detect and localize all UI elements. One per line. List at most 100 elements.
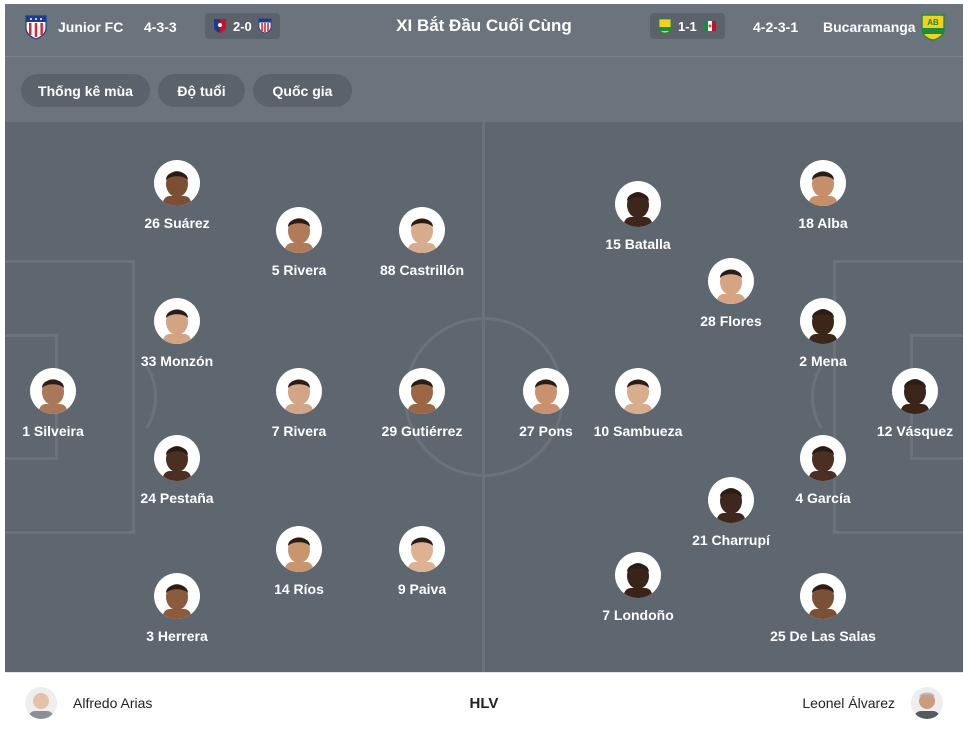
away-formation: 4-2-3-1 [753,19,799,35]
filter-age-button[interactable]: Độ tuổi [158,74,245,107]
player-avatar[interactable] [892,368,938,414]
player-name[interactable]: 3 Herrera [146,628,208,644]
player-name[interactable]: 1 Silveira [22,423,84,439]
filter-season-stats-button[interactable]: Thống kê mùa [21,74,150,107]
home-team-name[interactable]: Junior FC [58,19,124,35]
coach-label: HLV [469,695,499,712]
home-player[interactable]: 24 Pestaña [107,435,247,506]
home-player[interactable]: 29 Gutiérrez [352,368,492,439]
away-coach-avatar[interactable] [911,687,943,719]
player-avatar[interactable] [615,181,661,227]
lineup-widget: Junior FC 4-3-3 2-0 XI Bắt Đầu Cuối Cùng [5,4,963,672]
player-photo-icon [408,218,436,253]
home-player[interactable]: 88 Castrillón [352,207,492,278]
home-coach-avatar[interactable] [25,687,57,719]
opponent-crest-icon [703,21,716,31]
home-last-score: 2-0 [233,18,252,34]
home-last-result[interactable]: 2-0 [205,13,280,39]
player-name[interactable]: 29 Gutiérrez [381,423,463,439]
player-photo-icon [809,171,837,206]
player-name[interactable]: 88 Castrillón [379,262,465,278]
player-avatar[interactable] [800,298,846,344]
player-photo-icon [717,269,745,304]
player-avatar[interactable] [154,435,200,481]
player-avatar[interactable] [615,552,661,598]
player-avatar[interactable] [800,435,846,481]
lineup-title: XI Bắt Đầu Cuối Cùng [396,16,572,35]
away-player[interactable]: 25 De Las Salas [753,573,893,644]
player-name[interactable]: 21 Charrupí [692,532,770,548]
player-name[interactable]: 26 Suárez [144,215,210,231]
home-player[interactable]: 33 Monzón [107,298,247,369]
player-photo-icon [901,379,929,414]
player-photo-icon [624,563,652,598]
player-avatar[interactable] [708,258,754,304]
player-name[interactable]: 27 Pons [519,423,573,439]
player-photo-icon [163,171,191,206]
player-avatar[interactable] [399,368,445,414]
away-coach-name[interactable]: Leonel Álvarez [802,695,895,711]
player-name[interactable]: 9 Paiva [397,581,447,597]
coach-footer: Alfredo Arias HLV Leonel Álvarez [5,672,963,734]
player-avatar[interactable] [30,368,76,414]
player-name[interactable]: 28 Flores [700,313,762,329]
player-avatar[interactable] [615,368,661,414]
player-name[interactable]: 18 Alba [798,215,848,231]
player-name[interactable]: 33 Monzón [140,353,214,369]
home-player[interactable]: 9 Paiva [352,526,492,597]
player-avatar[interactable] [523,368,569,414]
player-name[interactable]: 15 Batalla [605,236,671,252]
player-avatar[interactable] [276,368,322,414]
player-name[interactable]: 2 Mena [799,353,847,369]
home-player[interactable]: 26 Suárez [107,160,247,231]
player-avatar[interactable] [276,207,322,253]
away-player[interactable]: 10 Sambueza [568,368,708,439]
home-coach-name[interactable]: Alfredo Arias [73,695,153,711]
away-player[interactable]: 15 Batalla [568,181,708,252]
player-name[interactable]: 25 De Las Salas [770,628,876,644]
player-name[interactable]: 14 Ríos [274,581,324,597]
home-player[interactable]: 14 Ríos [229,526,369,597]
svg-text:AB: AB [927,18,939,27]
player-avatar[interactable] [154,160,200,206]
away-player[interactable]: 21 Charrupí [661,477,801,548]
home-player[interactable]: 5 Rivera [229,207,369,278]
away-player[interactable]: 28 Flores [661,258,801,329]
filter-nationality-button[interactable]: Quốc gia [253,74,352,107]
player-photo-icon [163,584,191,619]
filter-bar: Thống kê mùa Độ tuổi Quốc gia [5,57,963,122]
player-photo-icon [408,537,436,572]
player-avatar[interactable] [154,298,200,344]
player-avatar[interactable] [800,160,846,206]
home-formation: 4-3-3 [144,19,177,35]
player-avatar[interactable] [708,477,754,523]
player-avatar[interactable] [276,526,322,572]
home-player[interactable]: 7 Rivera [229,368,369,439]
home-player[interactable]: 1 Silveira [5,368,123,439]
away-player[interactable]: 27 Pons [476,368,616,439]
away-player[interactable]: 7 Londoño [568,552,708,623]
player-name[interactable]: 12 Vásquez [876,423,954,439]
player-name[interactable]: 7 Londoño [602,607,674,623]
home-player[interactable]: 3 Herrera [107,573,247,644]
junior-fc-crest-icon[interactable] [23,14,49,40]
away-penalty-arc [811,356,863,438]
away-last-result[interactable]: 1-1 [650,13,725,39]
player-name[interactable]: 7 Rivera [271,423,327,439]
home-coach-face [33,693,49,709]
player-avatar[interactable] [399,526,445,572]
away-player[interactable]: 12 Vásquez [845,368,963,439]
player-avatar[interactable] [800,573,846,619]
player-name[interactable]: 24 Pestaña [140,490,214,506]
away-player[interactable]: 18 Alba [753,160,893,231]
bucaramanga-crest-icon[interactable]: AB [920,13,946,41]
away-player[interactable]: 2 Mena [753,298,893,369]
player-name[interactable]: 4 García [795,490,851,506]
away-team-name[interactable]: Bucaramanga [823,19,916,35]
player-name[interactable]: 10 Sambueza [593,423,683,439]
player-photo-icon [163,309,191,344]
player-avatar[interactable] [399,207,445,253]
away-player[interactable]: 4 García [753,435,893,506]
player-avatar[interactable] [154,573,200,619]
player-name[interactable]: 5 Rivera [271,262,327,278]
